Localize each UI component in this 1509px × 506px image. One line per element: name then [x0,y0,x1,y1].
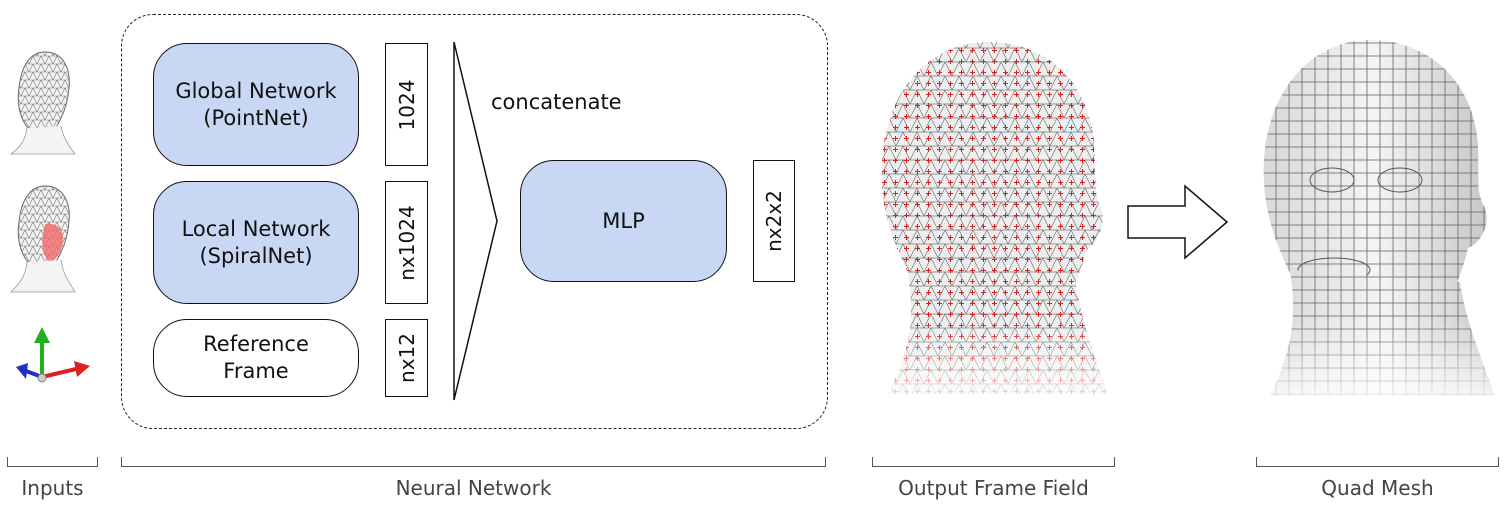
output-frame-field-bracket [872,457,1115,467]
output-dim-label: nx2x2 [762,190,786,252]
reference-frame-block: Reference Frame [153,319,359,397]
inputs-caption: Inputs [21,476,84,500]
inputs-bracket [7,457,98,467]
local-dim-label: nx1024 [394,204,419,281]
output-dim-box: nx2x2 [753,160,795,282]
local-dim-box: nx1024 [385,181,428,304]
frame-field-head-image [868,34,1118,414]
reference-dim-box: nx12 [385,319,428,397]
reference-dim-label: nx12 [394,333,419,383]
head-mesh-input-icon [9,51,76,155]
concatenate-wedge [453,41,498,401]
global-dim-label: 1024 [394,79,419,130]
right-arrow-icon [1127,184,1229,260]
output-frame-field-caption: Output Frame Field [898,476,1089,500]
global-dim-box: 1024 [385,43,428,166]
quad-mesh-head-image [1250,30,1505,415]
quad-mesh-bracket [1256,457,1499,467]
quad-mesh-caption: Quad Mesh [1321,476,1434,500]
neural-network-caption: Neural Network [395,476,552,500]
coordinate-axes-icon [16,327,90,383]
local-network-block: Local Network (SpiralNet) [153,181,359,304]
head-mesh-local-patch-icon [10,185,76,293]
mlp-block: MLP [520,160,727,282]
concatenate-label: concatenate [491,90,622,114]
global-network-block: Global Network (PointNet) [153,43,359,166]
neural-network-container [121,14,828,429]
neural-network-bracket [121,457,826,467]
